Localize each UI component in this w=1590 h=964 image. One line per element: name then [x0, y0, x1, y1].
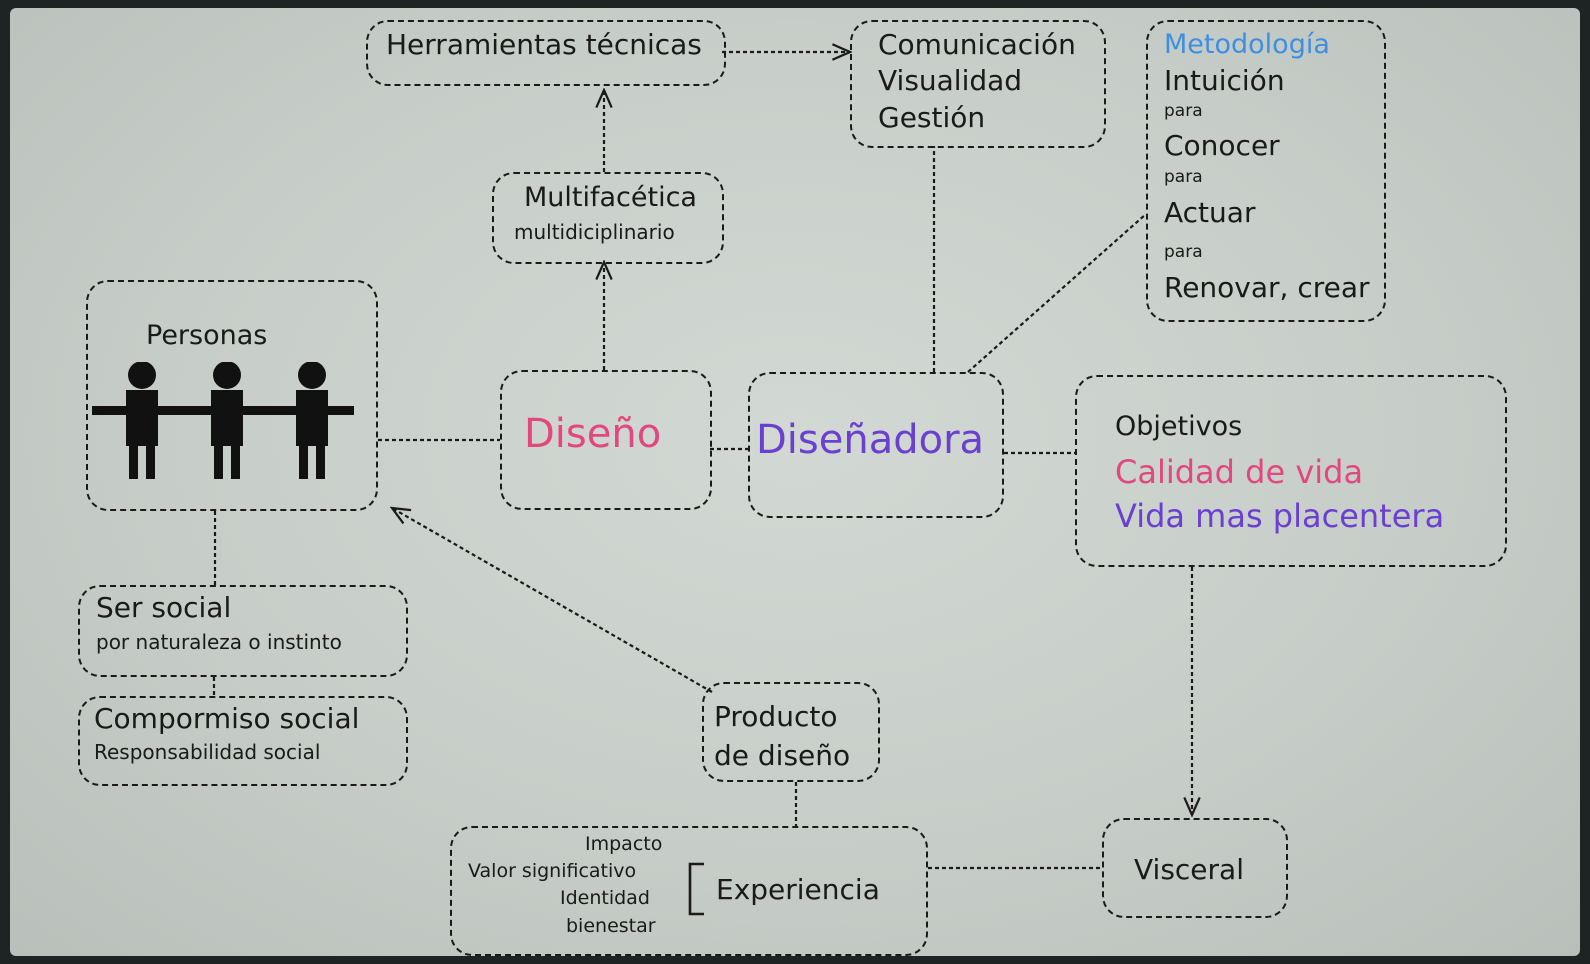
person-figures-icon	[92, 362, 354, 479]
actuar-label: Actuar	[1164, 196, 1256, 229]
compromiso-title: Compormiso social	[94, 702, 360, 735]
herramientas-node	[366, 20, 726, 86]
para-label-3: para	[1164, 242, 1203, 262]
compromiso-node	[78, 696, 408, 786]
objetivos-node	[1075, 375, 1507, 567]
ser-social-subtitle: por naturaleza o instinto	[96, 630, 342, 654]
herramientas-label: Herramientas técnicas	[386, 28, 702, 61]
diseno-label: Diseño	[524, 411, 662, 457]
valor-significativo-label: Valor significativo	[468, 860, 637, 882]
disenadora-label: Diseñadora	[756, 417, 985, 463]
visualidad-label: Visualidad	[878, 64, 1023, 97]
metodologia-title: Metodología	[1164, 29, 1330, 60]
para-label-2: para	[1164, 167, 1203, 187]
ser-social-node	[78, 585, 408, 677]
para-label-1: para	[1164, 101, 1203, 121]
identidad-label: Identidad	[560, 887, 650, 909]
personas-title: Personas	[146, 320, 268, 351]
ser-social-title: Ser social	[96, 591, 232, 624]
multifacetica-subtitle: multidiciplinario	[514, 220, 675, 244]
multifacetica-title: Multifacética	[524, 182, 697, 213]
personas-node	[86, 280, 378, 511]
comunicacion-node	[850, 20, 1106, 148]
disenadora-node	[748, 372, 1004, 518]
producto-label-1: Producto	[714, 700, 838, 733]
visceral-label: Visceral	[1134, 853, 1244, 886]
renovar-label: Renovar, crear	[1164, 271, 1370, 304]
experiencia-label: Experiencia	[716, 873, 880, 906]
conocer-label: Conocer	[1164, 129, 1280, 162]
experiencia-node	[450, 826, 928, 956]
visceral-node	[1102, 818, 1288, 918]
vida-placentera-label: Vida mas placentera	[1115, 497, 1445, 535]
objetivos-title: Objetivos	[1115, 411, 1243, 442]
diseno-node	[500, 370, 712, 510]
bienestar-label: bienestar	[566, 915, 656, 937]
multifacetica-node	[492, 172, 724, 264]
producto-label-2: de diseño	[714, 739, 851, 772]
gestion-label: Gestión	[878, 101, 986, 134]
producto-node	[702, 682, 880, 782]
intuicion-label: Intuición	[1164, 64, 1285, 97]
diagram-board	[10, 8, 1580, 956]
compromiso-subtitle: Responsabilidad social	[94, 740, 321, 764]
metodologia-node	[1146, 20, 1386, 322]
impacto-label: Impacto	[585, 833, 663, 855]
calidad-de-vida-label: Calidad de vida	[1115, 453, 1364, 491]
comunicacion-label: Comunicación	[878, 28, 1076, 61]
